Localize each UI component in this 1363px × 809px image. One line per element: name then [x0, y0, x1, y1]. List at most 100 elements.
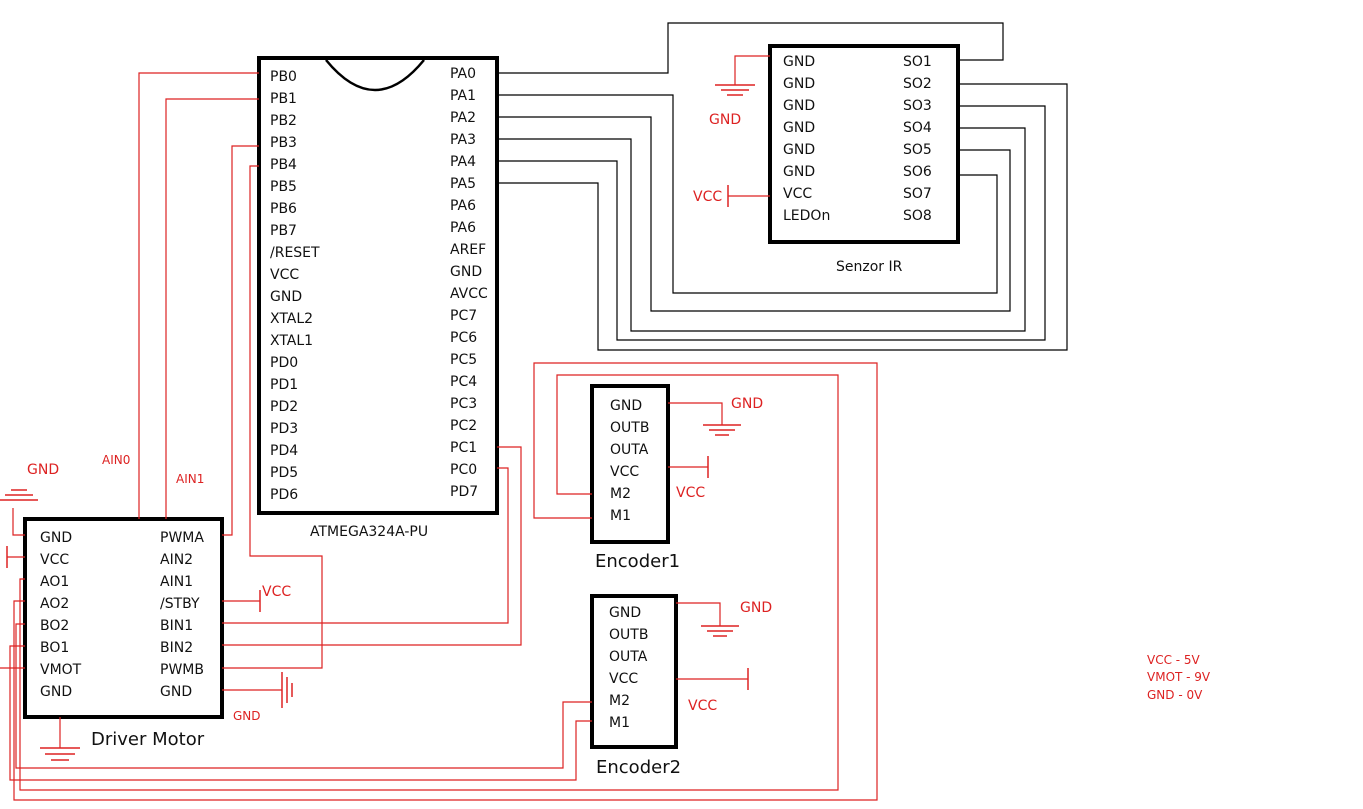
wire-ao1-enc1-m2 [19, 374, 839, 791]
driver-right-pin: AIN2 [160, 552, 193, 568]
encoder1-pin: OUTB [610, 420, 649, 436]
ir-left-pin: GND [783, 76, 815, 92]
wire-bo2-enc2-m2 [15, 623, 592, 769]
legend-gnd: GND - 0V [1147, 688, 1203, 702]
mcu-notch [325, 59, 425, 92]
ir-right-pin: SO4 [903, 120, 932, 136]
mcu-left-pin: PB2 [270, 113, 297, 129]
ir-right-pin: SO6 [903, 164, 932, 180]
wire-pb0-ain0 [138, 72, 259, 519]
encoder2-label: Encoder2 [596, 757, 681, 778]
mcu-right-pin: PC6 [450, 330, 477, 346]
mcu-left-pin: PD4 [270, 443, 298, 459]
net-label-vcc-enc1: VCC [676, 485, 705, 501]
mcu-right-pin: PA0 [450, 66, 476, 82]
wire-pa3-so4 [497, 127, 1026, 332]
mcu-left-pin: PD0 [270, 355, 298, 371]
mcu-left-pin: PB7 [270, 223, 297, 239]
ir-left-pin: GND [783, 54, 815, 70]
mcu-left-pin: PD2 [270, 399, 298, 415]
mcu-left-pin: XTAL2 [270, 311, 313, 327]
net-label-gnd-ir: GND [709, 112, 741, 128]
wires-red [0, 55, 878, 801]
legend-vcc: VCC - 5V [1147, 653, 1201, 667]
wire-enc2-gnd [676, 602, 721, 626]
driver-right-pin: BIN1 [160, 618, 193, 634]
ir-right-pin: SO5 [903, 142, 932, 158]
mcu-right-pin: PA1 [450, 88, 476, 104]
net-label-vcc-stby: VCC [262, 584, 291, 600]
wire-ao2-enc1-m1 [13, 362, 878, 801]
legend: VCC - 5V VMOT - 9V GND - 0V [1147, 653, 1211, 702]
mcu-right-pin: PC0 [450, 462, 477, 478]
mcu-left-pin: PD3 [270, 421, 298, 437]
wire-pa2-so5 [497, 116, 1011, 312]
mcu-left-pin: /RESET [270, 245, 320, 261]
ir-right-pin: SO1 [903, 54, 932, 70]
wire-pb1-ain1 [165, 98, 259, 519]
encoder2-pin: VCC [609, 671, 638, 687]
mcu-left-pin: GND [270, 289, 302, 305]
net-label-vcc-enc2: VCC [688, 698, 717, 714]
driver-right-pin: PWMA [160, 530, 204, 546]
mcu-right-pin: PC2 [450, 418, 477, 434]
mcu-body [257, 56, 499, 515]
mcu-right-pin: PA4 [450, 154, 476, 170]
driver-left-pin: VCC [40, 552, 69, 568]
ir-left-pin: GND [783, 164, 815, 180]
net-label-ain1: AIN1 [176, 472, 204, 486]
encoder2-pin: GND [609, 605, 641, 621]
net-label-gnd-driver-top: GND [27, 462, 59, 478]
mcu-right-pin: PC1 [450, 440, 477, 456]
wire-pc0-bin1 [222, 467, 509, 624]
net-label-gnd-driver-right: GND [233, 709, 261, 723]
encoder1-label: Encoder1 [595, 551, 680, 572]
mcu-right-pin: PA2 [450, 110, 476, 126]
mcu-left-pin: PB1 [270, 91, 297, 107]
wire-pa5-so2 [497, 83, 1068, 351]
mcu-right-pin: PA3 [450, 132, 476, 148]
encoder1-pin: OUTA [610, 442, 649, 458]
mcu-left-pin: PD1 [270, 377, 298, 393]
mcu-right-pin: PC3 [450, 396, 477, 412]
mcu-right-pin: PD7 [450, 484, 478, 500]
wire-pc1-bin2 [222, 446, 522, 646]
wire-pb4-pwmb [222, 165, 323, 669]
mcu-left-pin: PB0 [270, 69, 297, 85]
wire-enc1-gnd [668, 402, 723, 425]
mcu-left-pin: PB3 [270, 135, 297, 151]
driver-left-pin: AO2 [40, 596, 69, 612]
encoder2-pin: M2 [609, 693, 630, 709]
ir-sensor-label: Senzor IR [836, 259, 903, 275]
wire-ir-gnd [734, 55, 770, 85]
encoder2-body [590, 594, 678, 749]
mcu-left-pin: PD5 [270, 465, 298, 481]
mcu-left-pin: PD6 [270, 487, 298, 503]
motor-driver-label: Driver Motor [91, 729, 205, 750]
mcu-right-pin: PA6 [450, 198, 476, 214]
driver-right-pin: BIN2 [160, 640, 193, 656]
mcu-right-pin: AREF [450, 242, 486, 258]
net-label-gnd-enc1: GND [731, 396, 763, 412]
mcu-right-pin: PC4 [450, 374, 477, 390]
net-label-ain0: AIN0 [102, 453, 130, 467]
ir-right-pin: SO2 [903, 76, 932, 92]
ir-left-pin: LEDOn [783, 208, 830, 224]
driver-left-pin: GND [40, 684, 72, 700]
driver-left-pin: BO1 [40, 640, 69, 656]
net-label-vcc-ir: VCC [693, 189, 722, 205]
driver-left-pin: AO1 [40, 574, 69, 590]
mcu-left-pin: VCC [270, 267, 299, 283]
ir-left-pin: GND [783, 120, 815, 136]
wires-black [497, 22, 1068, 351]
ir-sensor-body [768, 44, 960, 244]
driver-right-pin: GND [160, 684, 192, 700]
driver-right-pin: AIN1 [160, 574, 193, 590]
ir-right-pin: SO7 [903, 186, 932, 202]
ir-right-pin: SO8 [903, 208, 932, 224]
encoder2-pin: OUTA [609, 649, 648, 665]
